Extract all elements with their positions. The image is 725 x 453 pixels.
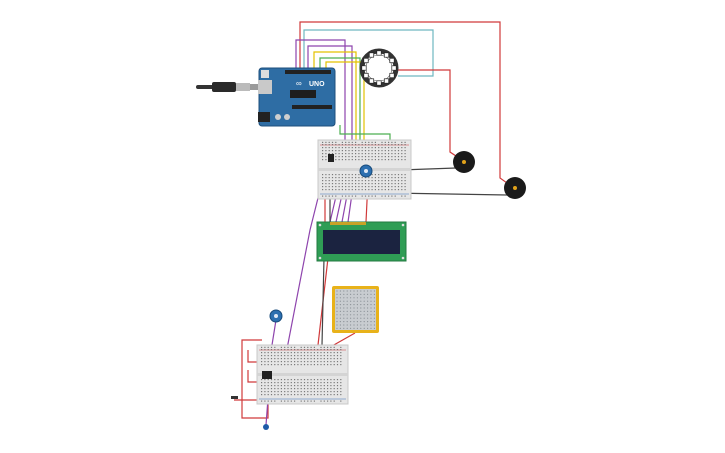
neopixel-led bbox=[391, 65, 397, 71]
wire-red-lower-loop[interactable] bbox=[234, 339, 269, 419]
wire-dark-long[interactable] bbox=[321, 257, 325, 346]
mcu-chip bbox=[290, 90, 316, 98]
neopixel-led bbox=[383, 78, 390, 84]
neopixel-led bbox=[376, 80, 382, 86]
lcd-display[interactable] bbox=[316, 221, 407, 262]
transistor bbox=[328, 154, 334, 162]
neopixel-led bbox=[363, 57, 369, 64]
header-power bbox=[292, 105, 332, 109]
switch[interactable] bbox=[231, 396, 238, 399]
led-blue[interactable] bbox=[263, 424, 269, 430]
wire-red-buzzer2[interactable] bbox=[299, 21, 515, 189]
arduino-logo: ∞ bbox=[296, 79, 302, 88]
wire-teal-ring[interactable] bbox=[303, 29, 434, 108]
buzzer-1[interactable] bbox=[453, 151, 475, 173]
neopixel-led bbox=[376, 50, 382, 56]
ring-leds bbox=[361, 50, 397, 86]
keypad-keys bbox=[336, 290, 375, 329]
neopixel-led bbox=[389, 72, 395, 79]
reset-button[interactable] bbox=[261, 70, 269, 78]
neopixel-ring[interactable] bbox=[359, 48, 399, 88]
arduino-model-label: UNO bbox=[309, 81, 325, 88]
breadboard-bottom[interactable] bbox=[256, 344, 349, 405]
neopixel-led bbox=[363, 72, 369, 79]
buzzer-2[interactable] bbox=[504, 177, 526, 199]
neopixel-led bbox=[368, 52, 375, 58]
lcd-pin-header bbox=[330, 222, 366, 225]
keypad[interactable] bbox=[332, 286, 379, 333]
lcd-screen bbox=[323, 230, 400, 254]
breadboard-top-holes bbox=[322, 141, 406, 197]
neopixel-led bbox=[389, 57, 395, 64]
potentiometer-bottom[interactable] bbox=[269, 309, 283, 323]
potentiometer-top[interactable] bbox=[359, 164, 373, 178]
power-jack bbox=[258, 112, 270, 122]
usb-port bbox=[258, 80, 272, 94]
neopixel-led bbox=[383, 52, 390, 58]
neopixel-led bbox=[361, 65, 367, 71]
breadboard-bottom-holes bbox=[261, 346, 342, 402]
neopixel-led bbox=[368, 78, 375, 84]
usb-cable bbox=[196, 82, 260, 92]
arduino-board[interactable]: ∞ UNO bbox=[258, 67, 336, 127]
sensor-module bbox=[262, 371, 272, 379]
header-digital bbox=[285, 70, 331, 74]
